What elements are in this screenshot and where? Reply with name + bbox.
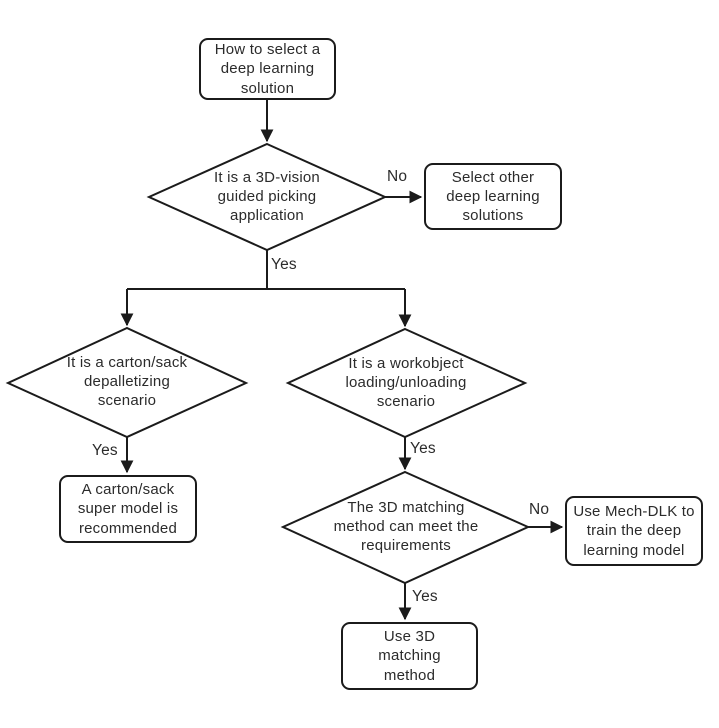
edge-label-d1-no: No — [387, 168, 408, 185]
node-3d-matching: Use 3D matching method — [341, 622, 478, 690]
edge-label-d1-yes: Yes — [271, 256, 297, 273]
edge-label-d3-yes: Yes — [410, 440, 436, 457]
edge-label-d4-yes: Yes — [412, 588, 438, 605]
node-mech-dlk: Use Mech-DLK to train the deep learning … — [565, 496, 703, 566]
node-other-solutions: Select other deep learning solutions — [424, 163, 562, 230]
decision-carton-sack-label: It is a carton/sack depalletizing scenar… — [66, 354, 188, 410]
node-super-model: A carton/sack super model is recommended — [59, 475, 197, 543]
edge-label-d2-yes: Yes — [92, 442, 118, 459]
decision-3d-matching-label: The 3D matching method can meet the requ… — [333, 499, 479, 555]
decision-3d-vision-label: It is a 3D-vision guided picking applica… — [214, 169, 320, 225]
decision-workobject-label: It is a workobject loading/unloading sce… — [345, 355, 467, 411]
node-start: How to select a deep learning solution — [199, 38, 336, 100]
edge-label-d4-no: No — [529, 501, 550, 518]
